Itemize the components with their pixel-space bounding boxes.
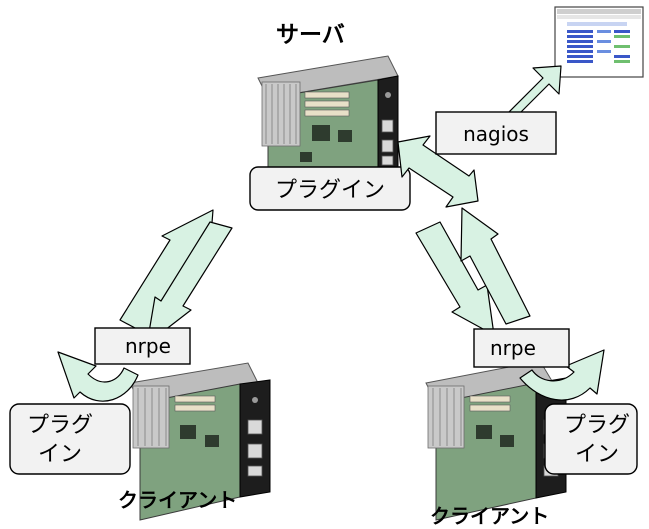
plugin-right-line1: プラグ [564, 413, 630, 438]
arrow-server-nagios [397, 135, 479, 208]
monitor-screen-icon [554, 6, 644, 78]
plugin-box-right: プラグ イン [544, 403, 638, 475]
arrow-left-down [146, 221, 233, 345]
arrow-right-down [415, 221, 495, 336]
plugin-box-left: プラグ イン [9, 403, 131, 475]
nrpe-box-right: nrpe [473, 328, 570, 368]
nrpe-label-left: nrpe [125, 334, 171, 358]
server-plugin-label: プラグイン [275, 178, 385, 203]
plugin-left-line1: プラグ [27, 413, 93, 438]
arrow-right-nrpe-plugin [519, 349, 605, 401]
client-blade-icon [129, 362, 271, 521]
nagios-label: nagios [463, 122, 529, 146]
client-label-left: クライアント [118, 488, 237, 512]
nagios-box: nagios [435, 111, 557, 155]
server-plugin-box: プラグイン [249, 166, 411, 211]
plugin-right-line2: イン [575, 442, 619, 467]
nrpe-box-left: nrpe [94, 327, 191, 365]
nrpe-label-right: nrpe [490, 336, 536, 360]
arrow-right-up [460, 207, 531, 325]
arrow-left-nrpe-plugin [57, 351, 139, 402]
client-label-right: クライアント [430, 504, 549, 528]
plugin-left-line2: イン [38, 442, 82, 467]
server-title: サーバ [276, 22, 345, 48]
